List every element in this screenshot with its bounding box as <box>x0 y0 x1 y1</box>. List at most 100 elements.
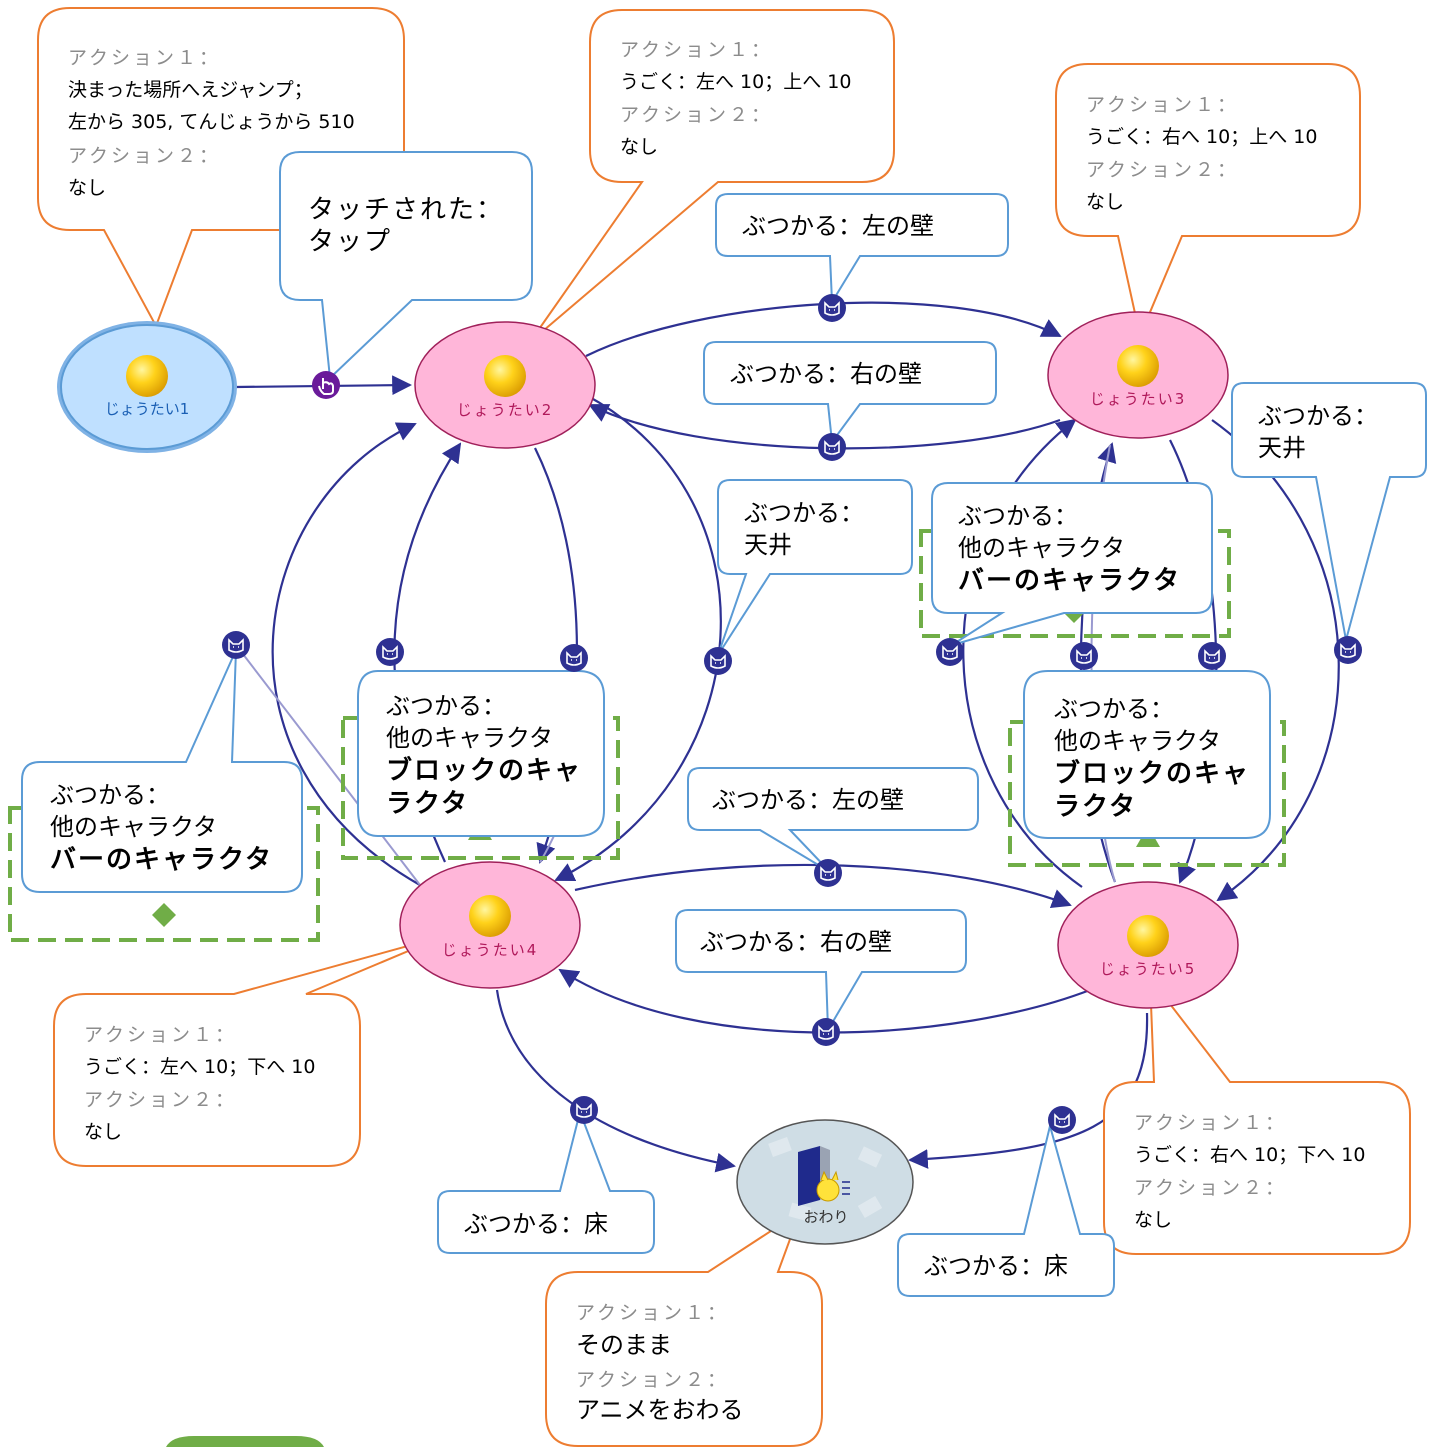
action2-value: なし <box>84 1121 122 1143</box>
state-name: おわり <box>803 1208 848 1226</box>
collision-trigger-icon[interactable] <box>560 644 588 672</box>
action2-value: なし <box>1134 1209 1172 1231</box>
trigger-callout <box>703 341 997 445</box>
action1-value: 決まった場所へえジャンプ； <box>68 79 313 101</box>
trigger-callout <box>717 479 913 656</box>
connector <box>235 644 421 886</box>
action-callout-end <box>545 1209 823 1447</box>
trigger-text: ブロックのキャ <box>1054 758 1250 789</box>
ball-icon <box>484 355 526 397</box>
action1-label: アクション１： <box>84 1024 237 1046</box>
trigger-text: タッチされた： <box>308 195 504 225</box>
collision-trigger-icon[interactable] <box>812 1018 840 1046</box>
trigger-text: ぶつかる：床 <box>924 1252 1068 1280</box>
trigger-text: 天井 <box>1258 434 1306 462</box>
state-end[interactable]: おわり <box>736 1119 914 1245</box>
trigger-text: ぶつかる： <box>1258 402 1378 430</box>
trigger-text: 他のキャラクタ <box>1054 727 1221 755</box>
state-name: じょうたい1 <box>105 400 190 418</box>
action2-value: アニメをおわる <box>576 1396 744 1424</box>
trigger-callout <box>1231 382 1427 641</box>
action1-label: アクション１： <box>68 47 221 69</box>
edge-s5-to-end <box>908 1012 1149 1169</box>
action2-label: アクション２： <box>84 1089 237 1111</box>
collision-icons <box>222 294 1362 1134</box>
collision-trigger-icon[interactable] <box>1070 642 1098 670</box>
state-5[interactable]: じょうたい5 <box>1057 881 1239 1009</box>
trigger-callout <box>687 767 979 873</box>
edge-s4-to-end <box>495 989 736 1173</box>
trigger-text: ラクタ <box>386 789 469 819</box>
action2-label: アクション２： <box>620 104 773 126</box>
trigger-text: 天井 <box>744 531 792 559</box>
collision-trigger-icon[interactable] <box>814 859 842 887</box>
action2-value: なし <box>1086 191 1124 213</box>
partial-button[interactable] <box>164 1436 326 1447</box>
state-name: じょうたい5 <box>1100 960 1197 978</box>
collision-trigger-icon[interactable] <box>222 631 250 659</box>
trigger-callout <box>897 1122 1115 1297</box>
exit-door-icon <box>798 1146 850 1206</box>
state-2[interactable]: じょうたい2 <box>414 321 596 449</box>
trigger-callout <box>1023 670 1271 839</box>
trigger-callout <box>715 193 1009 306</box>
action2-value: なし <box>68 177 106 199</box>
collision-trigger-icon[interactable] <box>1334 636 1362 664</box>
state-name: じょうたい4 <box>442 941 539 959</box>
action-callout-s5 <box>1103 974 1411 1255</box>
trigger-text: タップ <box>308 227 392 257</box>
collision-trigger-icon[interactable] <box>818 294 846 322</box>
edge-s4-to-s2-a <box>271 422 421 886</box>
collision-trigger-icon[interactable] <box>704 647 732 675</box>
collision-trigger-icon[interactable] <box>570 1096 598 1124</box>
action2-label: アクション２： <box>1134 1177 1287 1199</box>
action1-value: 左から 305, てんじょうから 510 <box>68 111 355 133</box>
action1-label: アクション１： <box>576 1302 729 1324</box>
action-callout-s2 <box>529 9 895 343</box>
trigger-text: 他のキャラクタ <box>50 813 217 841</box>
action2-value: なし <box>620 136 658 158</box>
action1-value: うごく：左へ 10；下へ 10 <box>84 1056 315 1078</box>
trigger-text: ぶつかる： <box>386 692 506 720</box>
action1-value: うごく：右へ 10；下へ 10 <box>1134 1144 1365 1166</box>
trigger-callout <box>675 909 967 1034</box>
trigger-text: ぶつかる：左の壁 <box>742 212 934 240</box>
trigger-callout-touch <box>279 151 533 381</box>
action1-label: アクション１： <box>620 39 773 61</box>
highlight-box <box>8 806 320 942</box>
trigger-callout <box>21 649 303 893</box>
collision-trigger-icon[interactable] <box>936 638 964 666</box>
edge-s5-to-s3-a <box>962 418 1083 888</box>
action1-value: うごく：左へ 10；上へ 10 <box>620 71 851 93</box>
edge-s4-to-s5 <box>574 863 1072 909</box>
collision-trigger-icon[interactable] <box>1048 1106 1076 1134</box>
action1-label: アクション１： <box>1086 94 1239 116</box>
trigger-text: ラクタ <box>1054 792 1137 822</box>
tap-icon[interactable] <box>312 371 340 399</box>
state-start[interactable]: じょうたい1 <box>57 321 237 453</box>
action-callout-s3 <box>1055 63 1361 340</box>
trigger-text: バーのキャラクタ <box>958 566 1181 596</box>
action-callout-s4 <box>53 935 445 1167</box>
edge-s2-to-s4-b <box>554 394 722 882</box>
trigger-callout <box>931 482 1213 646</box>
ball-icon <box>1127 915 1169 957</box>
ball-icon <box>1117 345 1159 387</box>
trigger-text: ぶつかる： <box>50 781 170 809</box>
state-4[interactable]: じょうたい4 <box>399 861 581 989</box>
collision-trigger-icon[interactable] <box>818 433 846 461</box>
trigger-text: 他のキャラクタ <box>958 534 1125 562</box>
state-3[interactable]: じょうたい3 <box>1047 311 1229 439</box>
trigger-text: ぶつかる： <box>1054 695 1174 723</box>
action1-label: アクション１： <box>1134 1112 1287 1134</box>
trigger-callout <box>357 670 605 837</box>
trigger-callout <box>437 1108 655 1254</box>
trigger-text: ぶつかる： <box>744 499 864 527</box>
collision-trigger-icon[interactable] <box>1198 642 1226 670</box>
action2-label: アクション２： <box>576 1369 729 1391</box>
collision-trigger-icon[interactable] <box>376 638 404 666</box>
diamond-icon <box>152 903 176 927</box>
state-name: じょうたい3 <box>1090 390 1187 408</box>
trigger-text: ぶつかる：左の壁 <box>712 786 904 814</box>
